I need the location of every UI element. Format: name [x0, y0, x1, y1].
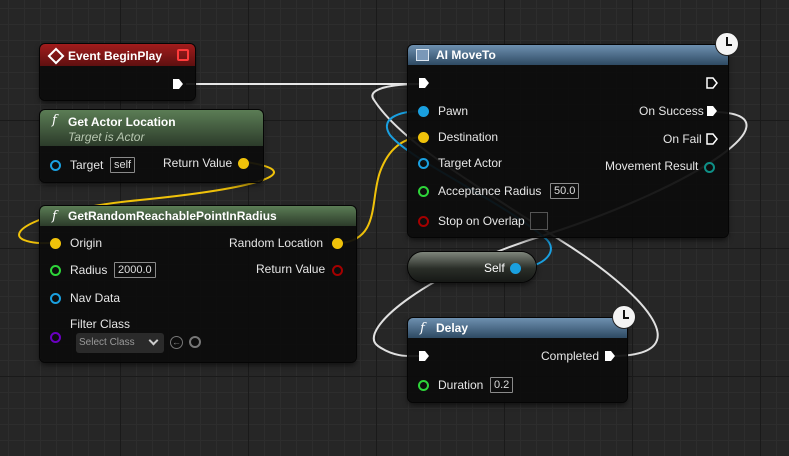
event-diamond-icon — [47, 47, 65, 65]
search-icon[interactable] — [189, 336, 201, 348]
exec-output-pin[interactable] — [172, 78, 184, 90]
filter-class-dropdown[interactable]: Select Class — [76, 333, 164, 353]
duration-field[interactable]: 0.2 — [490, 377, 514, 393]
clock-icon — [612, 305, 636, 329]
filter-class-label: Filter Class — [70, 317, 131, 331]
radius-pin[interactable] — [50, 265, 61, 276]
target-self-field[interactable]: self — [110, 157, 136, 173]
event-beginplay-header: Event BeginPlay — [40, 44, 195, 66]
duration-pin[interactable] — [418, 380, 429, 391]
completed-label: Completed — [541, 349, 600, 363]
movement-result-pin[interactable] — [704, 162, 715, 173]
exec-output-pin[interactable] — [706, 77, 718, 89]
pawn-label: Pawn — [438, 104, 469, 118]
get-random-reachable-point-node[interactable]: f GetRandomReachablePointInRadius Origin… — [40, 206, 356, 362]
delay-node[interactable]: f Delay Completed Duration 0.2 — [408, 318, 627, 402]
ai-moveto-node[interactable]: AI MoveTo Pawn Destination Target Actor … — [408, 45, 728, 237]
nav-data-pin[interactable] — [50, 293, 61, 304]
on-success-pin[interactable] — [706, 105, 718, 117]
filter-class-dropdown-value: Select Class — [79, 337, 135, 348]
grid-node-icon — [416, 49, 429, 61]
get-actor-location-header: f Get Actor Location Target is Actor — [40, 110, 263, 146]
return-value-label: Return Value — [163, 156, 233, 170]
get-actor-location-node[interactable]: f Get Actor Location Target is Actor Tar… — [40, 110, 263, 182]
self-label: Self — [484, 261, 505, 275]
function-icon: f — [420, 321, 425, 336]
target-actor-label: Target Actor — [438, 156, 503, 170]
duration-label: Duration — [438, 378, 484, 392]
ai-moveto-title: AI MoveTo — [436, 48, 496, 62]
self-node[interactable]: Self — [408, 252, 536, 282]
delay-exec-input-pin[interactable] — [418, 350, 430, 362]
random-point-return-pin[interactable] — [332, 265, 343, 276]
delay-header: f Delay — [408, 318, 627, 338]
radius-label: Radius — [70, 263, 108, 277]
get-random-point-header: f GetRandomReachablePointInRadius — [40, 206, 356, 226]
on-fail-pin[interactable] — [706, 133, 718, 145]
movement-result-label: Movement Result — [605, 159, 699, 173]
function-icon: f — [52, 209, 57, 224]
acceptance-radius-field[interactable]: 50.0 — [550, 183, 580, 199]
acceptance-radius-label: Acceptance Radius — [438, 184, 542, 198]
arrow-left-icon[interactable]: ← — [170, 336, 183, 349]
chevron-down-icon — [148, 335, 159, 346]
return-value-pin[interactable] — [238, 158, 249, 169]
origin-pin[interactable] — [50, 238, 61, 249]
random-location-pin[interactable] — [332, 238, 343, 249]
exec-input-pin[interactable] — [418, 77, 430, 89]
destination-label: Destination — [438, 130, 499, 144]
target-pin[interactable] — [50, 160, 61, 171]
clock-icon — [715, 32, 739, 56]
ai-moveto-header: AI MoveTo — [408, 45, 728, 65]
delay-title: Delay — [436, 321, 469, 335]
pawn-pin[interactable] — [418, 106, 429, 117]
get-random-point-title: GetRandomReachablePointInRadius — [68, 209, 277, 223]
stop-on-overlap-pin[interactable] — [418, 216, 429, 227]
target-actor-pin[interactable] — [418, 158, 429, 169]
nav-data-label: Nav Data — [70, 291, 121, 305]
destination-pin[interactable] — [418, 132, 429, 143]
on-success-label: On Success — [639, 104, 704, 118]
random-point-return-label: Return Value — [256, 262, 326, 276]
filter-class-pin[interactable] — [50, 332, 61, 343]
completed-pin[interactable] — [604, 350, 616, 362]
function-icon: f — [52, 113, 57, 128]
self-output-pin[interactable] — [510, 263, 521, 274]
stop-on-overlap-checkbox[interactable] — [530, 212, 548, 230]
on-fail-label: On Fail — [663, 132, 702, 146]
get-actor-location-title: Get Actor Location — [68, 115, 176, 129]
origin-label: Origin — [70, 236, 103, 250]
radius-field[interactable]: 2000.0 — [114, 262, 156, 278]
event-beginplay-title: Event BeginPlay — [68, 49, 163, 63]
delegate-pin-icon[interactable] — [177, 49, 189, 61]
target-label: Target — [70, 158, 104, 172]
get-actor-location-subtitle: Target is Actor — [68, 130, 145, 144]
random-location-label: Random Location — [229, 236, 324, 250]
acceptance-radius-pin[interactable] — [418, 186, 429, 197]
stop-on-overlap-label: Stop on Overlap — [438, 214, 525, 228]
event-beginplay-node[interactable]: Event BeginPlay — [40, 44, 195, 100]
